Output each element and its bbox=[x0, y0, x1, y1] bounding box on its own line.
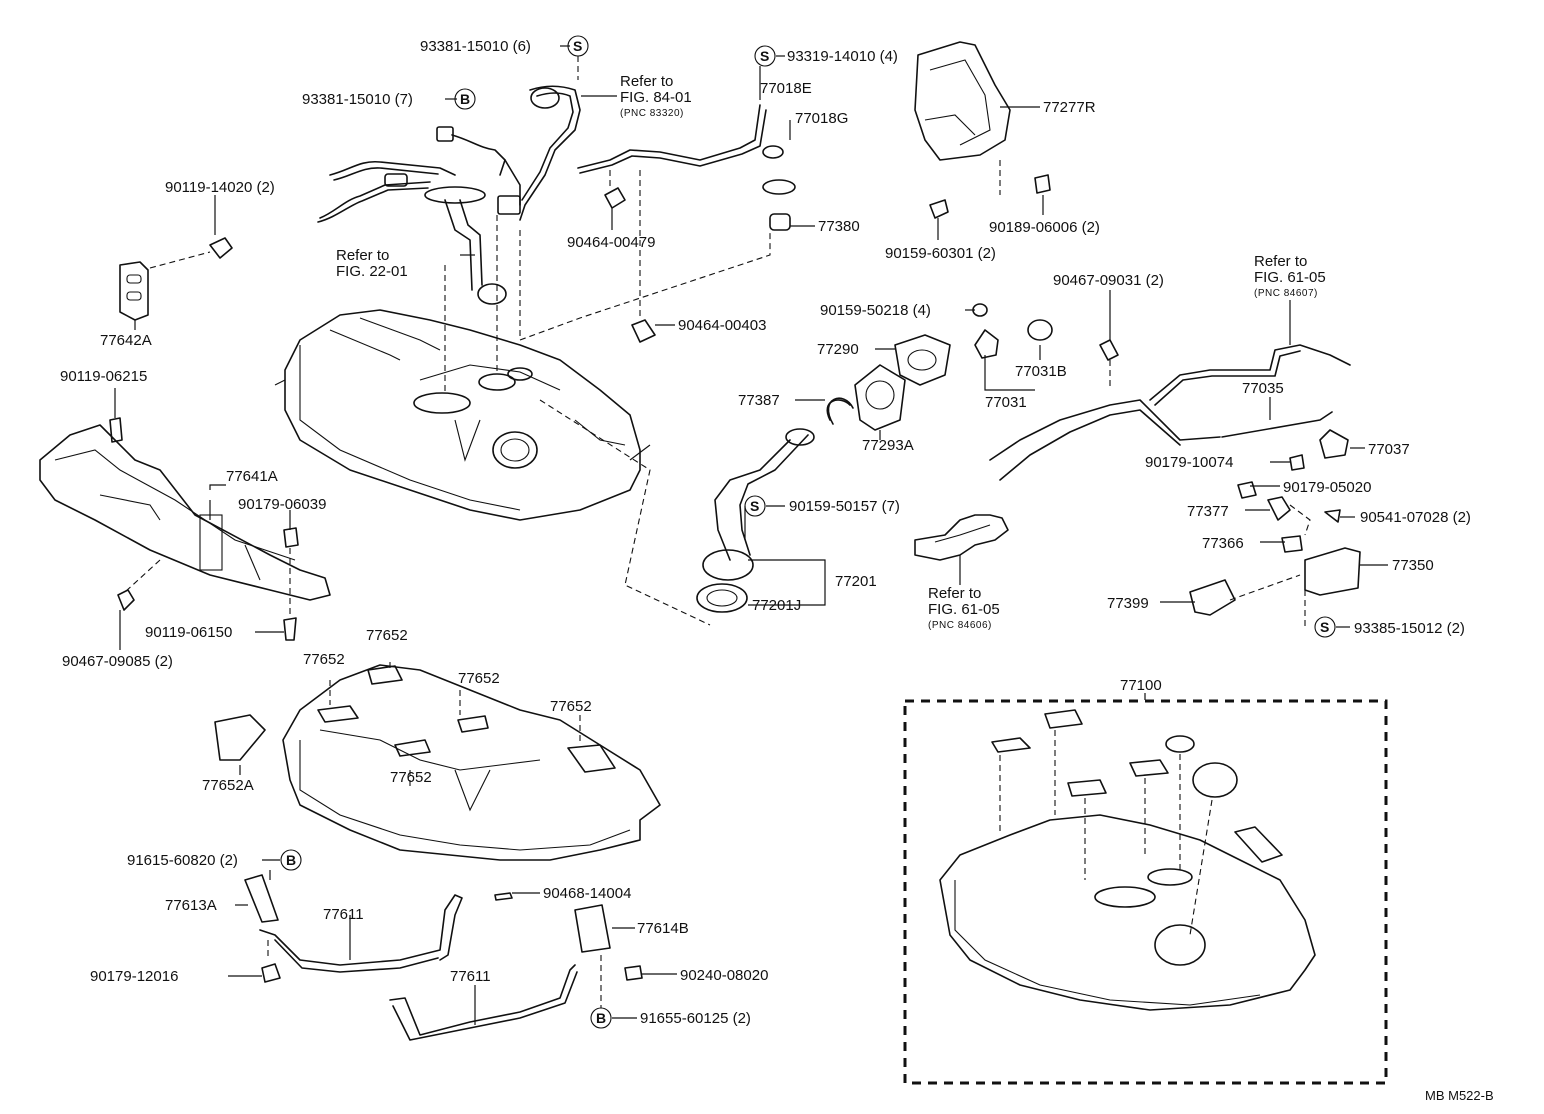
svg-text:S: S bbox=[750, 498, 759, 514]
label-77018g: 77018G bbox=[795, 110, 848, 127]
svg-text:S: S bbox=[760, 48, 769, 64]
label-77387: 77387 bbox=[738, 392, 780, 409]
label-77611-a: 77611 bbox=[323, 906, 364, 923]
vent-tube-77018e bbox=[577, 104, 796, 343]
label-90159-50218: 90159-50218 (4) bbox=[820, 302, 931, 319]
label-77350: 77350 bbox=[1392, 557, 1434, 574]
tank-assembly-77100 bbox=[903, 699, 1388, 1085]
label-77035: 77035 bbox=[1242, 380, 1284, 397]
label-93381-15010-7: 93381-15010 (7) bbox=[302, 91, 413, 108]
label-90464-00403: 90464-00403 bbox=[678, 317, 766, 334]
label-pnc-83320: (PNC 83320) bbox=[620, 108, 684, 119]
bracket-77642a bbox=[119, 237, 233, 321]
label-90179-05020: 90179-05020 bbox=[1283, 479, 1371, 496]
label-90119-14020: 90119-14020 (2) bbox=[165, 179, 275, 196]
tank-cover-77277r bbox=[914, 41, 1051, 219]
label-77652-e: 77652 bbox=[390, 769, 432, 786]
label-77201j: 77201J bbox=[752, 597, 801, 614]
label-90541-07028: 90541-07028 (2) bbox=[1360, 509, 1471, 526]
label-refer-to-1: Refer to bbox=[620, 73, 673, 90]
filler-neck-parts bbox=[826, 303, 1053, 431]
label-77642a: 77642A bbox=[100, 332, 152, 349]
label-90159-60301: 90159-60301 (2) bbox=[885, 245, 996, 262]
label-77290: 77290 bbox=[817, 341, 859, 358]
label-77018e: 77018E bbox=[760, 80, 812, 97]
diagram-code: MB M522-B bbox=[1425, 1088, 1494, 1103]
label-77613a: 77613A bbox=[165, 897, 217, 914]
label-90179-12016: 90179-12016 bbox=[90, 968, 178, 985]
badge-b-1: B bbox=[454, 88, 476, 110]
label-77652-a: 77652 bbox=[366, 627, 408, 644]
label-77031: 77031 bbox=[985, 394, 1027, 411]
label-77031b: 77031B bbox=[1015, 363, 1067, 380]
label-90159-50157: 90159-50157 (7) bbox=[789, 498, 900, 515]
label-90467-09031: 90467-09031 (2) bbox=[1053, 272, 1164, 289]
label-77201: 77201 bbox=[835, 573, 877, 590]
label-77641a: 77641A bbox=[226, 468, 278, 485]
svg-text:B: B bbox=[460, 91, 470, 107]
label-90468-14004: 90468-14004 bbox=[543, 885, 631, 902]
label-77037: 77037 bbox=[1368, 441, 1410, 458]
label-refer-to-2: Refer to bbox=[336, 247, 389, 264]
label-fig-61-05-b: FIG. 61-05 bbox=[928, 601, 1000, 618]
svg-text:B: B bbox=[286, 852, 296, 868]
label-77652-c: 77652 bbox=[458, 670, 500, 687]
part-labels: 93381-15010 (6) Refer to FIG. 84-01 (PNC… bbox=[60, 38, 1494, 1103]
svg-text:B: B bbox=[596, 1010, 606, 1026]
label-91655-60125: 91655-60125 (2) bbox=[640, 1010, 751, 1027]
label-77100: 77100 bbox=[1120, 677, 1162, 694]
badge-s-3: S bbox=[744, 495, 766, 517]
label-77614b: 77614B bbox=[637, 920, 689, 937]
label-90189-06006: 90189-06006 (2) bbox=[989, 219, 1100, 236]
label-77611-b: 77611 bbox=[450, 968, 491, 985]
label-77277r: 77277R bbox=[1043, 99, 1096, 116]
fuel-pump-sender bbox=[317, 126, 521, 305]
label-90179-06039: 90179-06039 bbox=[238, 496, 326, 513]
label-90179-10074: 90179-10074 bbox=[1145, 454, 1233, 471]
label-77366: 77366 bbox=[1202, 535, 1244, 552]
label-fig-61-05-a: FIG. 61-05 bbox=[1254, 269, 1326, 286]
leader-lines bbox=[114, 45, 1388, 1025]
svg-text:S: S bbox=[1320, 619, 1329, 635]
release-cables bbox=[989, 339, 1351, 481]
svg-text:S: S bbox=[573, 38, 582, 54]
label-fig-22-01: FIG. 22-01 bbox=[336, 263, 408, 280]
fuel-tank-upper bbox=[274, 215, 771, 626]
label-90464-00479: 90464-00479 bbox=[567, 234, 655, 251]
label-refer-to-3: Refer to bbox=[1254, 253, 1307, 270]
label-90240-08020: 90240-08020 bbox=[680, 967, 768, 984]
label-fig-84-01: FIG. 84-01 bbox=[620, 89, 692, 106]
label-93381-15010-6: 93381-15010 (6) bbox=[420, 38, 531, 55]
fuel-return-tube bbox=[519, 56, 581, 221]
label-77377: 77377 bbox=[1187, 503, 1229, 520]
label-refer-to-4: Refer to bbox=[928, 585, 981, 602]
heat-shield-77641a bbox=[39, 417, 331, 641]
label-93385-15012: 93385-15012 (2) bbox=[1354, 620, 1465, 637]
label-77293a: 77293A bbox=[862, 437, 914, 454]
label-90119-06215: 90119-06215 bbox=[60, 368, 147, 385]
badge-s-1: S bbox=[567, 35, 589, 57]
label-77652a: 77652A bbox=[202, 777, 254, 794]
label-90119-06150: 90119-06150 bbox=[145, 624, 232, 641]
tank-straps-77611 bbox=[244, 874, 643, 1041]
label-77399: 77399 bbox=[1107, 595, 1149, 612]
label-77652-b: 77652 bbox=[303, 651, 345, 668]
label-93319-14010: 93319-14010 (4) bbox=[787, 48, 898, 65]
fuel-tank-lower bbox=[214, 662, 661, 861]
label-90467-09085: 90467-09085 (2) bbox=[62, 653, 173, 670]
fuel-lid-77350 bbox=[1189, 454, 1361, 630]
badge-b-3: B bbox=[590, 1007, 612, 1029]
label-pnc-84607: (PNC 84607) bbox=[1254, 288, 1318, 299]
label-77652-d: 77652 bbox=[550, 698, 592, 715]
badge-s-4: S bbox=[1314, 616, 1336, 638]
label-77380: 77380 bbox=[818, 218, 860, 235]
fuel-inlet-pipe-77201 bbox=[696, 428, 815, 613]
label-pnc-84606: (PNC 84606) bbox=[928, 620, 992, 631]
badge-s-2: S bbox=[754, 45, 776, 67]
badge-b-2: B bbox=[280, 849, 302, 871]
bracket-fig-61-05 bbox=[914, 514, 1009, 561]
label-91615-60820: 91615-60820 (2) bbox=[127, 852, 238, 869]
